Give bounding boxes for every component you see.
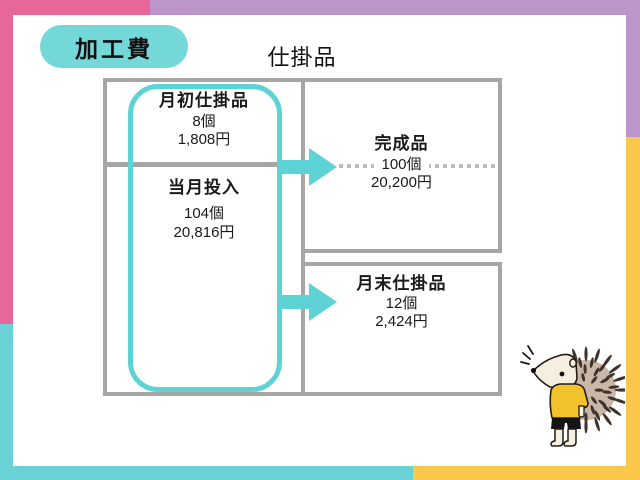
ending-wip-qty: 12個 [385, 295, 418, 312]
frame-right-purple [626, 0, 640, 137]
beginning-wip-qty: 8個 [192, 113, 216, 130]
frame-bottom-teal [0, 466, 413, 480]
hedgehog-mascot [520, 345, 625, 447]
wip-account-box [103, 78, 305, 396]
current-input-qty: 104個 [183, 205, 225, 222]
cost-highlight-outline [128, 84, 282, 392]
frame-left-teal [0, 324, 13, 480]
frame-left-pink [0, 0, 13, 324]
frame-top-pink [0, 0, 150, 15]
ending-wip-box [301, 262, 502, 396]
frame-top-purple [150, 0, 640, 15]
completed-amount: 20,200円 [371, 174, 432, 191]
sniff-marks-icon [520, 345, 534, 365]
completed-qty: 100個 [374, 156, 429, 174]
flow-arrow-to-completed-icon [281, 148, 337, 186]
current-input-label: 当月投入 [168, 178, 240, 197]
current-input-amount: 20,816円 [173, 224, 235, 241]
ending-wip-amount: 2,424円 [375, 313, 428, 330]
completed-label: 完成品 [374, 134, 429, 153]
frame-bottom-yellow [413, 466, 640, 480]
page-title: 仕掛品 [267, 45, 337, 70]
completed-qty-line: 100個 [301, 156, 502, 174]
wip-internal-divider [103, 162, 305, 167]
ending-wip-label: 月末仕掛品 [356, 274, 447, 293]
frame-right-yellow [626, 137, 640, 480]
beginning-wip-amount: 1,808円 [177, 131, 231, 148]
processing-cost-badge: 加工費 [40, 25, 188, 68]
flow-arrow-to-ending-icon [281, 283, 337, 321]
beginning-wip-label: 月初仕掛品 [159, 91, 249, 110]
